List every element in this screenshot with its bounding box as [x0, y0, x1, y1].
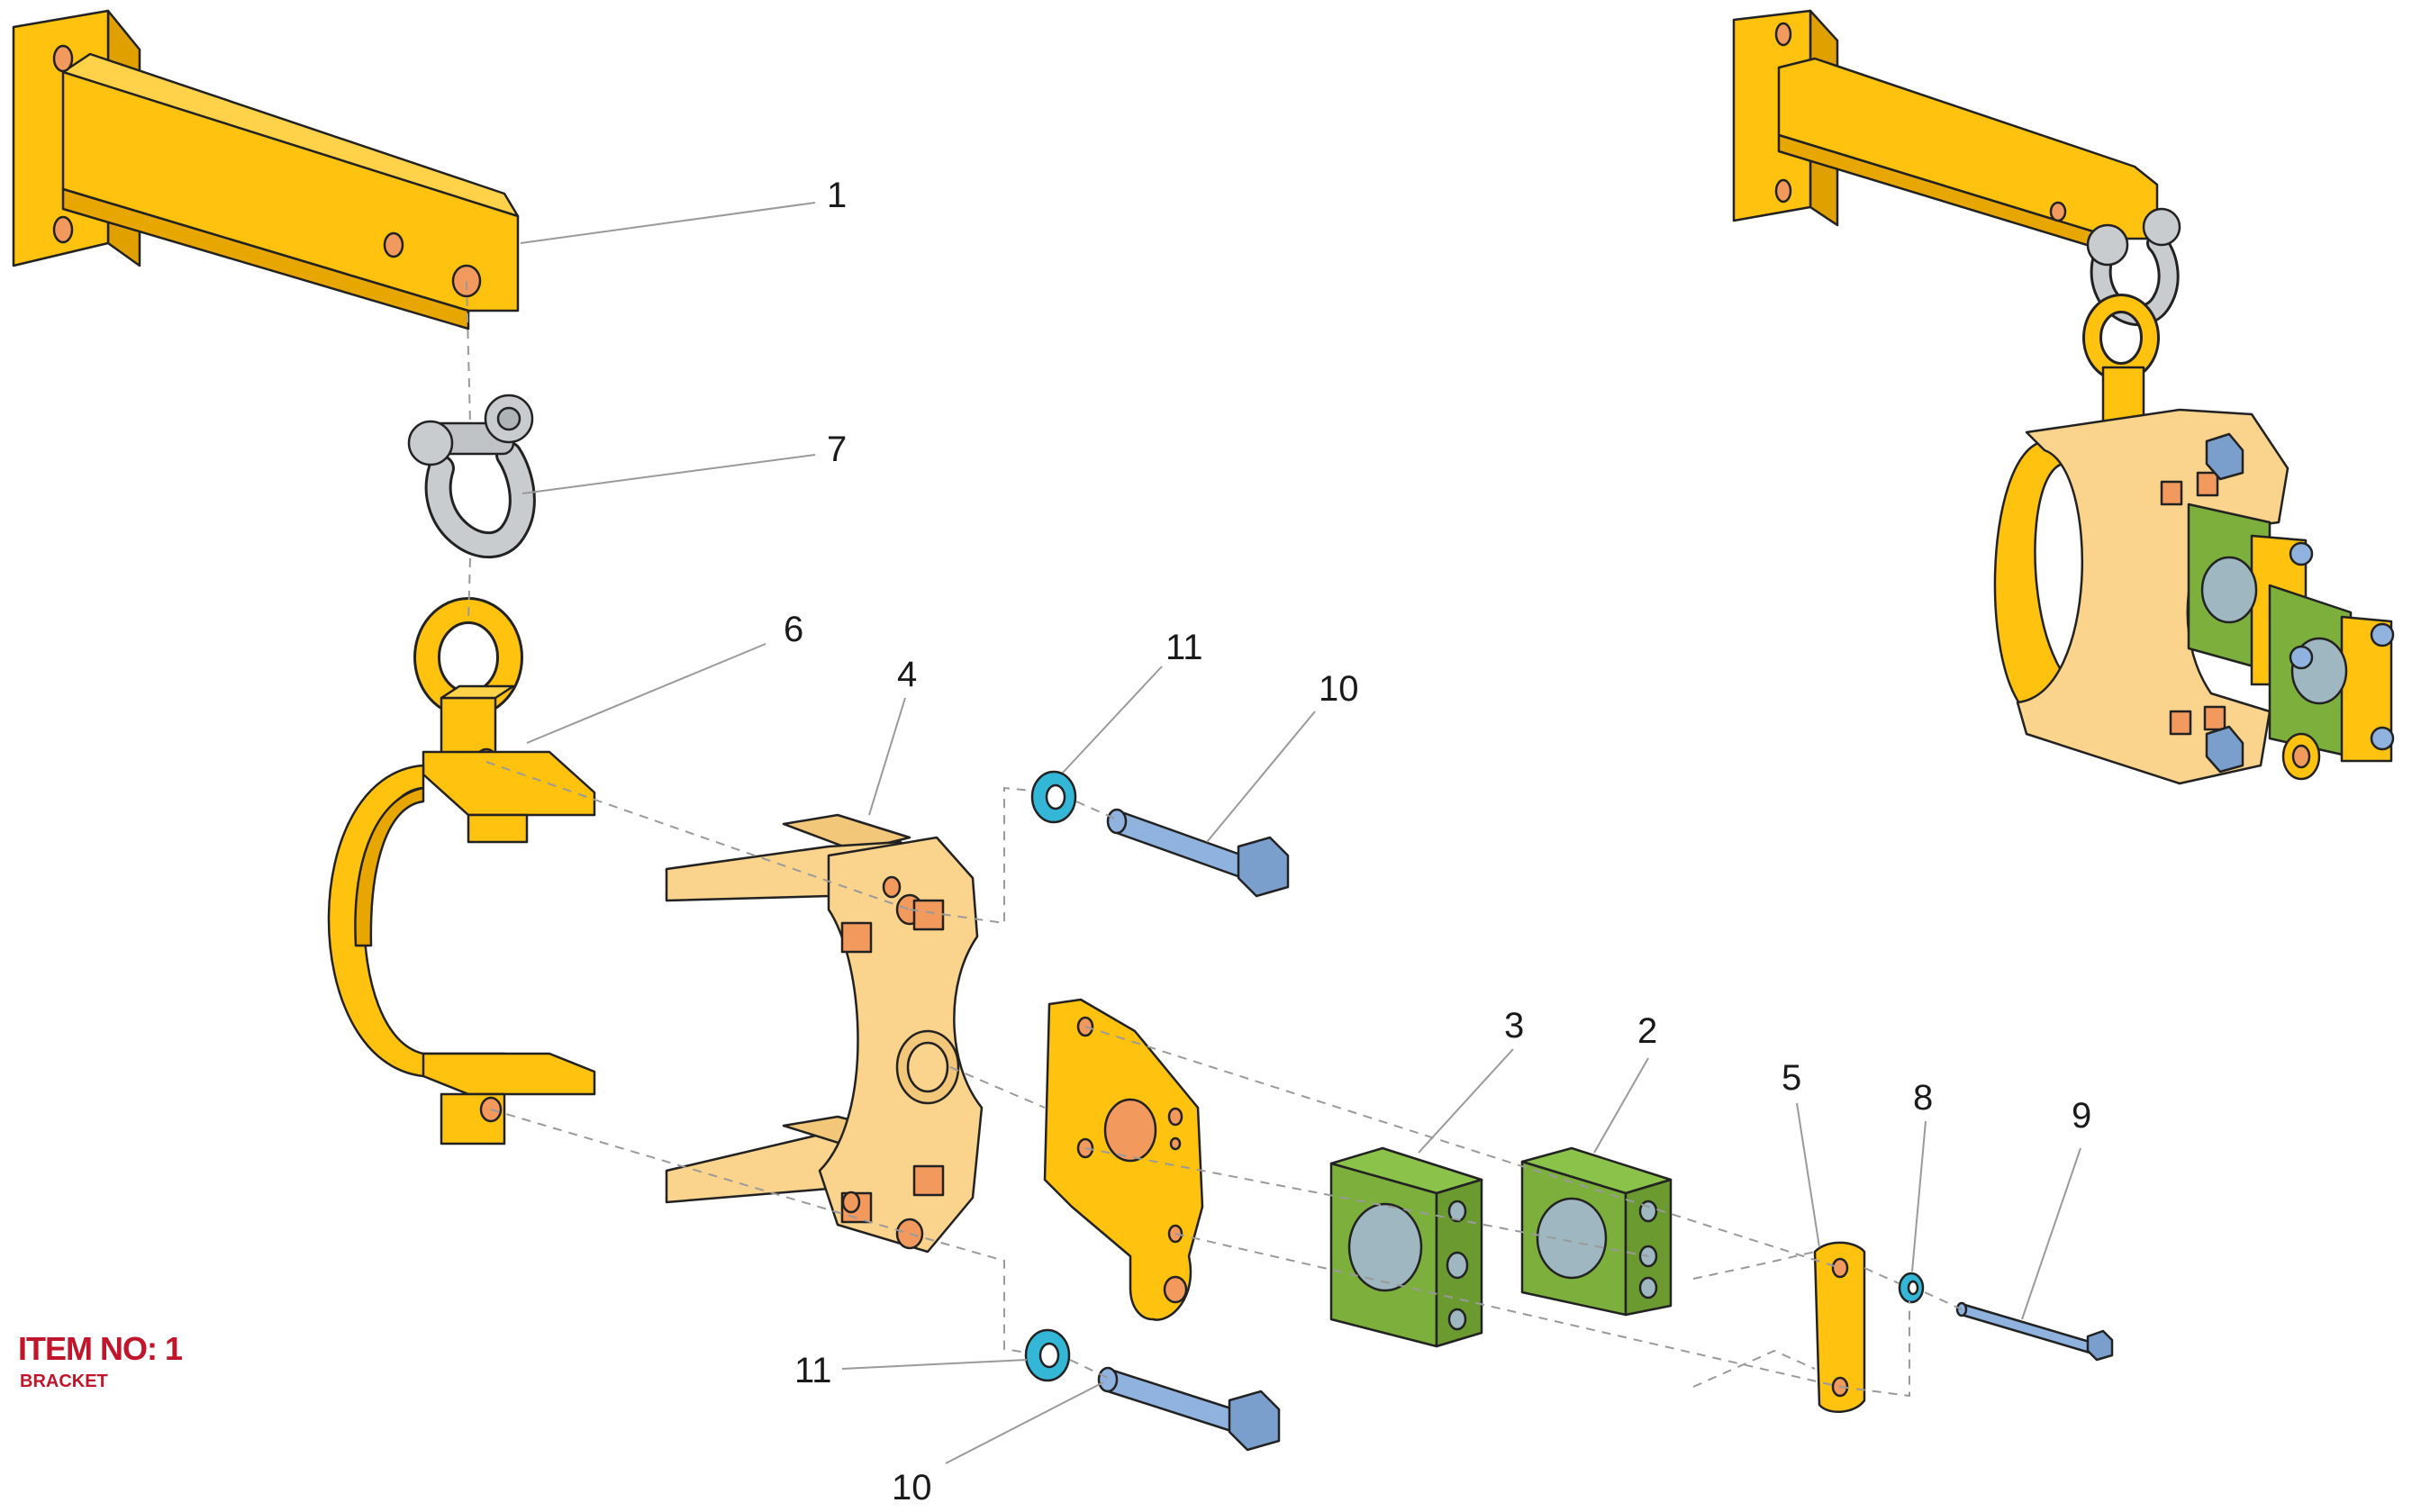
part-6-c-hook: [327, 597, 596, 1145]
callout-9: 9: [2072, 1096, 2091, 1136]
item-name-label: BRACKET: [20, 1372, 108, 1391]
callout-4: 4: [897, 655, 917, 694]
assembled-view: [1732, 9, 2395, 785]
part-4-frame: [665, 813, 984, 1254]
callout-10-bottom: 10: [892, 1468, 932, 1507]
callout-3: 3: [1504, 1006, 1524, 1046]
callout-5: 5: [1782, 1058, 1801, 1098]
callout-numbers: 1 7 6 4 11 10 3 2 5 8 9 11 10: [784, 176, 2091, 1507]
part-7-shackle: [407, 394, 536, 559]
callout-11-top: 11: [1165, 628, 1203, 667]
callout-11-bottom: 11: [794, 1351, 832, 1390]
part-9-small-bolt: [1955, 1301, 2114, 1362]
item-number-label: ITEM NO: 1: [18, 1330, 183, 1367]
part-10-bolt-top: [1106, 808, 1290, 898]
part-11-washer-top: [1030, 770, 1077, 824]
part-5-small-plate: [1813, 1241, 1866, 1413]
part-10-bolt-bottom: [1097, 1366, 1281, 1452]
callout-1: 1: [827, 176, 847, 215]
part-1-bracket-arm: [12, 9, 520, 330]
callout-10-top: 10: [1319, 669, 1359, 709]
part-8-small-washer: [1898, 1272, 1925, 1304]
callout-2: 2: [1637, 1011, 1657, 1051]
part-2-green-block: [1520, 1146, 1673, 1317]
leader-lines: [520, 202, 2081, 1464]
callout-6: 6: [784, 610, 803, 649]
part-11-washer-bottom: [1024, 1328, 1071, 1382]
yellow-mounting-plate: [1043, 998, 1204, 1321]
callout-8: 8: [1913, 1078, 1933, 1118]
callout-7: 7: [827, 430, 847, 469]
part-3-green-block: [1329, 1146, 1483, 1348]
assembly-paths: [466, 280, 1963, 1398]
